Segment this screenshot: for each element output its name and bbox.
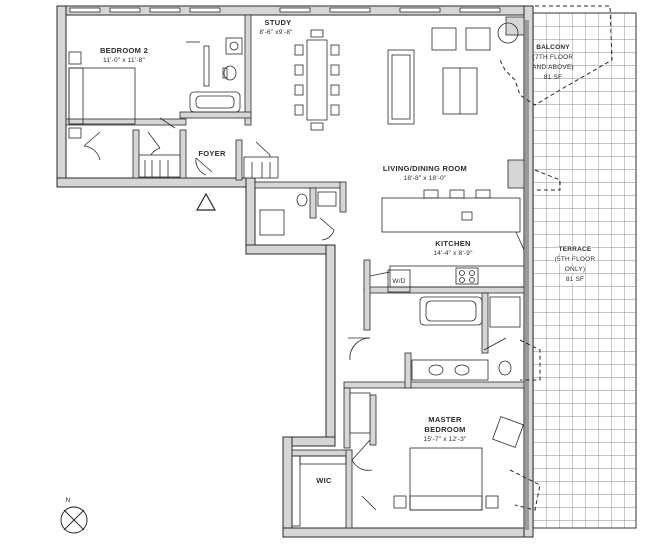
- nightstand: [68, 51, 82, 65]
- master-furniture: [291, 416, 524, 527]
- balcony-outline: [395, 5, 613, 511]
- master-label-line1: MASTER: [428, 415, 462, 424]
- study-dimensions: 8'-6" x9'-8": [259, 29, 293, 36]
- master-dimensions: 15'-7" x 12'-3": [423, 436, 467, 443]
- interior-walls: [65, 14, 525, 529]
- dining-table: [306, 39, 328, 121]
- bath2-fixtures: [189, 37, 243, 113]
- bedroom2-dimensions: 11'-0" x 11'-8": [102, 57, 146, 64]
- master-tub: [419, 296, 483, 326]
- shower: [489, 296, 521, 328]
- sofa: [387, 49, 415, 125]
- top-windows: [69, 7, 501, 13]
- balcony-line3: AND ABOVE): [532, 64, 574, 71]
- powder-room: [259, 191, 337, 236]
- dining-set: [294, 29, 340, 131]
- closet-shelves: [138, 154, 371, 434]
- master-bath-fixtures: [411, 296, 521, 381]
- armchair: [431, 27, 457, 51]
- bed: [68, 67, 136, 125]
- kitchen-island: [381, 197, 521, 233]
- balcony-line2: (7TH FLOOR: [532, 54, 574, 61]
- living-dimensions: 18'-8" x 18'-0": [403, 175, 447, 182]
- kitchen-dimensions: 14'-4" x 8'-9": [433, 250, 473, 257]
- living-furniture: [381, 22, 521, 233]
- washer-dryer: [387, 269, 411, 293]
- master-toilet: [498, 360, 512, 376]
- compass-icon: [60, 506, 88, 534]
- living-label: LIVING/DINING ROOM: [382, 164, 468, 173]
- bedroom2-label: BEDROOM 2: [99, 46, 149, 55]
- cooktop: [455, 267, 479, 285]
- nightstand: [393, 495, 407, 509]
- kitchen-counter: [387, 265, 525, 293]
- door-swings: [83, 41, 525, 511]
- bedroom2-furniture: [68, 45, 210, 139]
- armchair: [492, 416, 524, 448]
- entry-arrow: [195, 192, 217, 211]
- compass-label: N: [65, 497, 71, 504]
- master-label-line2: BEDROOM: [424, 425, 466, 434]
- bathtub: [189, 91, 241, 113]
- side-table: [497, 22, 519, 44]
- foyer-label: FOYER: [198, 149, 226, 158]
- nightstand: [68, 127, 82, 139]
- vanity: [411, 359, 489, 381]
- wic-label: WIC: [316, 476, 332, 485]
- terrace-label: TERRACE: [558, 246, 592, 253]
- sink: [225, 37, 243, 55]
- terrace-area: 81 SF: [565, 276, 585, 283]
- balcony-area: 81 SF: [543, 74, 563, 81]
- study-label: STUDY: [264, 18, 292, 27]
- terrace-line2: (5TH FLOOR: [554, 256, 596, 263]
- terrace-line3: ONLY): [564, 266, 586, 273]
- armchair: [465, 27, 491, 51]
- toilet: [223, 65, 237, 81]
- kitchen-label: KITCHEN: [435, 239, 471, 248]
- nightstand: [485, 495, 499, 509]
- balcony-label: BALCONY: [536, 44, 570, 51]
- master-bed: [409, 447, 483, 511]
- wd-label: W/D: [392, 278, 406, 285]
- facade-windows: [525, 20, 529, 530]
